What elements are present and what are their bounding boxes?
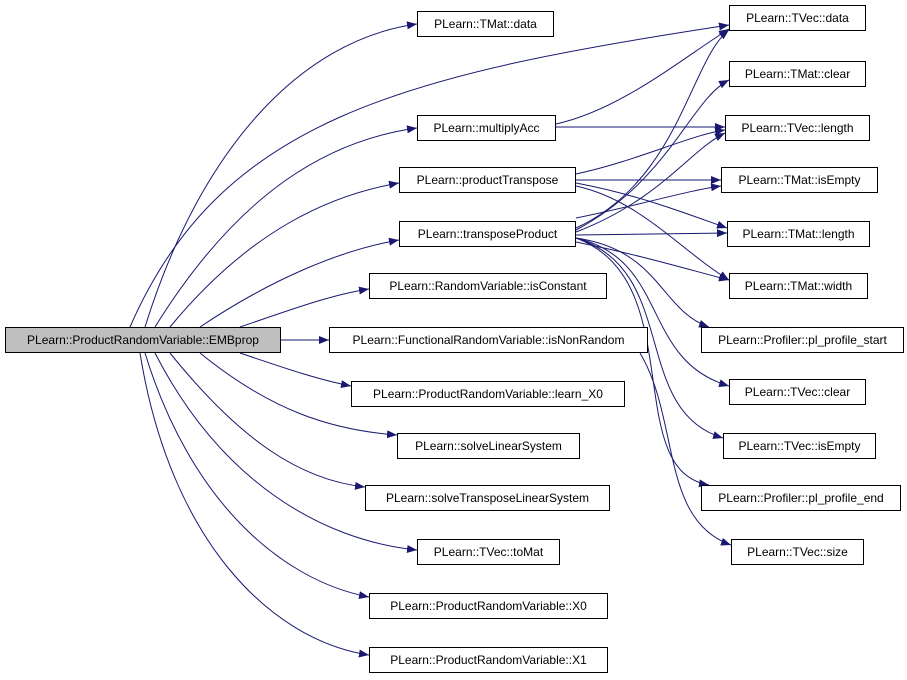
node-tmat-clear[interactable]: PLearn::TMat::clear bbox=[729, 61, 866, 87]
node-tvec-is-empty[interactable]: PLearn::TVec::isEmpty bbox=[723, 433, 876, 459]
node-solve-linear-system[interactable]: PLearn::solveLinearSystem bbox=[397, 433, 580, 459]
node-is-constant[interactable]: PLearn::RandomVariable::isConstant bbox=[369, 273, 607, 299]
edge-product-transpose-to-tmat-length bbox=[575, 182, 728, 229]
edge-root-to-is-constant bbox=[239, 286, 370, 328]
node-transpose-product[interactable]: PLearn::transposeProduct bbox=[399, 221, 576, 247]
node-solve-transpose-linear-system[interactable]: PLearn::solveTransposeLinearSystem bbox=[365, 485, 610, 511]
edge-transpose-product-to-tvec-is-empty bbox=[575, 237, 724, 439]
edge-transpose-product-to-tvec-length bbox=[575, 132, 726, 233]
node-is-non-random[interactable]: PLearn::FunctionalRandomVariable::isNonR… bbox=[329, 327, 648, 353]
edge-transpose-product-to-tvec-clear bbox=[575, 237, 730, 388]
node-profile-end[interactable]: PLearn::Profiler::pl_profile_end bbox=[701, 485, 901, 511]
node-tvec-size[interactable]: PLearn::TVec::size bbox=[731, 539, 864, 565]
node-product-transpose[interactable]: PLearn::productTranspose bbox=[399, 167, 576, 193]
edge-product-transpose-to-tvec-length bbox=[575, 127, 726, 175]
edge-transpose-product-to-tvec-data bbox=[575, 29, 730, 229]
edge-root-to-multiply-acc bbox=[154, 125, 418, 328]
node-tvec-length[interactable]: PLearn::TVec::length bbox=[725, 115, 870, 141]
edge-root-to-tvec-data bbox=[129, 22, 730, 328]
node-profile-start[interactable]: PLearn::Profiler::pl_profile_start bbox=[701, 327, 904, 353]
edge-transpose-product-to-tmat-length bbox=[575, 229, 728, 238]
edge-is-non-random-to-tvec-size bbox=[639, 352, 732, 546]
edge-root-to-product-transpose bbox=[169, 180, 400, 328]
edge-multiply-acc-to-tvec-data bbox=[555, 28, 730, 125]
edge-transpose-product-to-tmat-clear bbox=[575, 79, 730, 231]
edge-root-to-tvec-to-mat bbox=[154, 352, 418, 553]
call-edges bbox=[129, 21, 732, 658]
node-learn-x0[interactable]: PLearn::ProductRandomVariable::learn_X0 bbox=[351, 381, 625, 407]
node-multiply-acc[interactable]: PLearn::multiplyAcc bbox=[417, 115, 556, 141]
node-tmat-length[interactable]: PLearn::TMat::length bbox=[727, 221, 870, 247]
node-tvec-data[interactable]: PLearn::TVec::data bbox=[729, 5, 866, 31]
node-x1[interactable]: PLearn::ProductRandomVariable::X1 bbox=[369, 647, 608, 673]
node-tmat-data[interactable]: PLearn::TMat::data bbox=[417, 11, 554, 37]
edge-root-to-solve-transpose bbox=[169, 352, 366, 490]
node-tvec-to-mat[interactable]: PLearn::TVec::toMat bbox=[417, 539, 560, 565]
node-x0[interactable]: PLearn::ProductRandomVariable::X0 bbox=[369, 593, 608, 619]
edge-root-to-x0 bbox=[144, 352, 370, 600]
edge-root-to-tmat-data bbox=[144, 21, 418, 328]
edge-transpose-product-to-tmat-width bbox=[575, 241, 730, 282]
edge-product-transpose-to-tmat-width bbox=[575, 185, 730, 281]
edge-transpose-product-to-tmat-is-empty bbox=[575, 183, 722, 219]
edge-root-to-transpose-product bbox=[199, 237, 400, 328]
edge-root-to-solve-linear bbox=[199, 352, 398, 439]
node-tmat-width[interactable]: PLearn::TMat::width bbox=[729, 273, 868, 299]
node-tmat-is-empty[interactable]: PLearn::TMat::isEmpty bbox=[721, 167, 878, 193]
edge-transpose-product-to-profile-end bbox=[575, 237, 710, 488]
edge-root-to-x1 bbox=[139, 352, 370, 658]
node-tvec-clear[interactable]: PLearn::TVec::clear bbox=[729, 379, 866, 405]
edge-transpose-product-to-profile-start bbox=[575, 237, 710, 328]
edge-root-to-learn-x0 bbox=[239, 352, 352, 389]
node-root-embprop: PLearn::ProductRandomVariable::EMBprop bbox=[5, 327, 281, 353]
